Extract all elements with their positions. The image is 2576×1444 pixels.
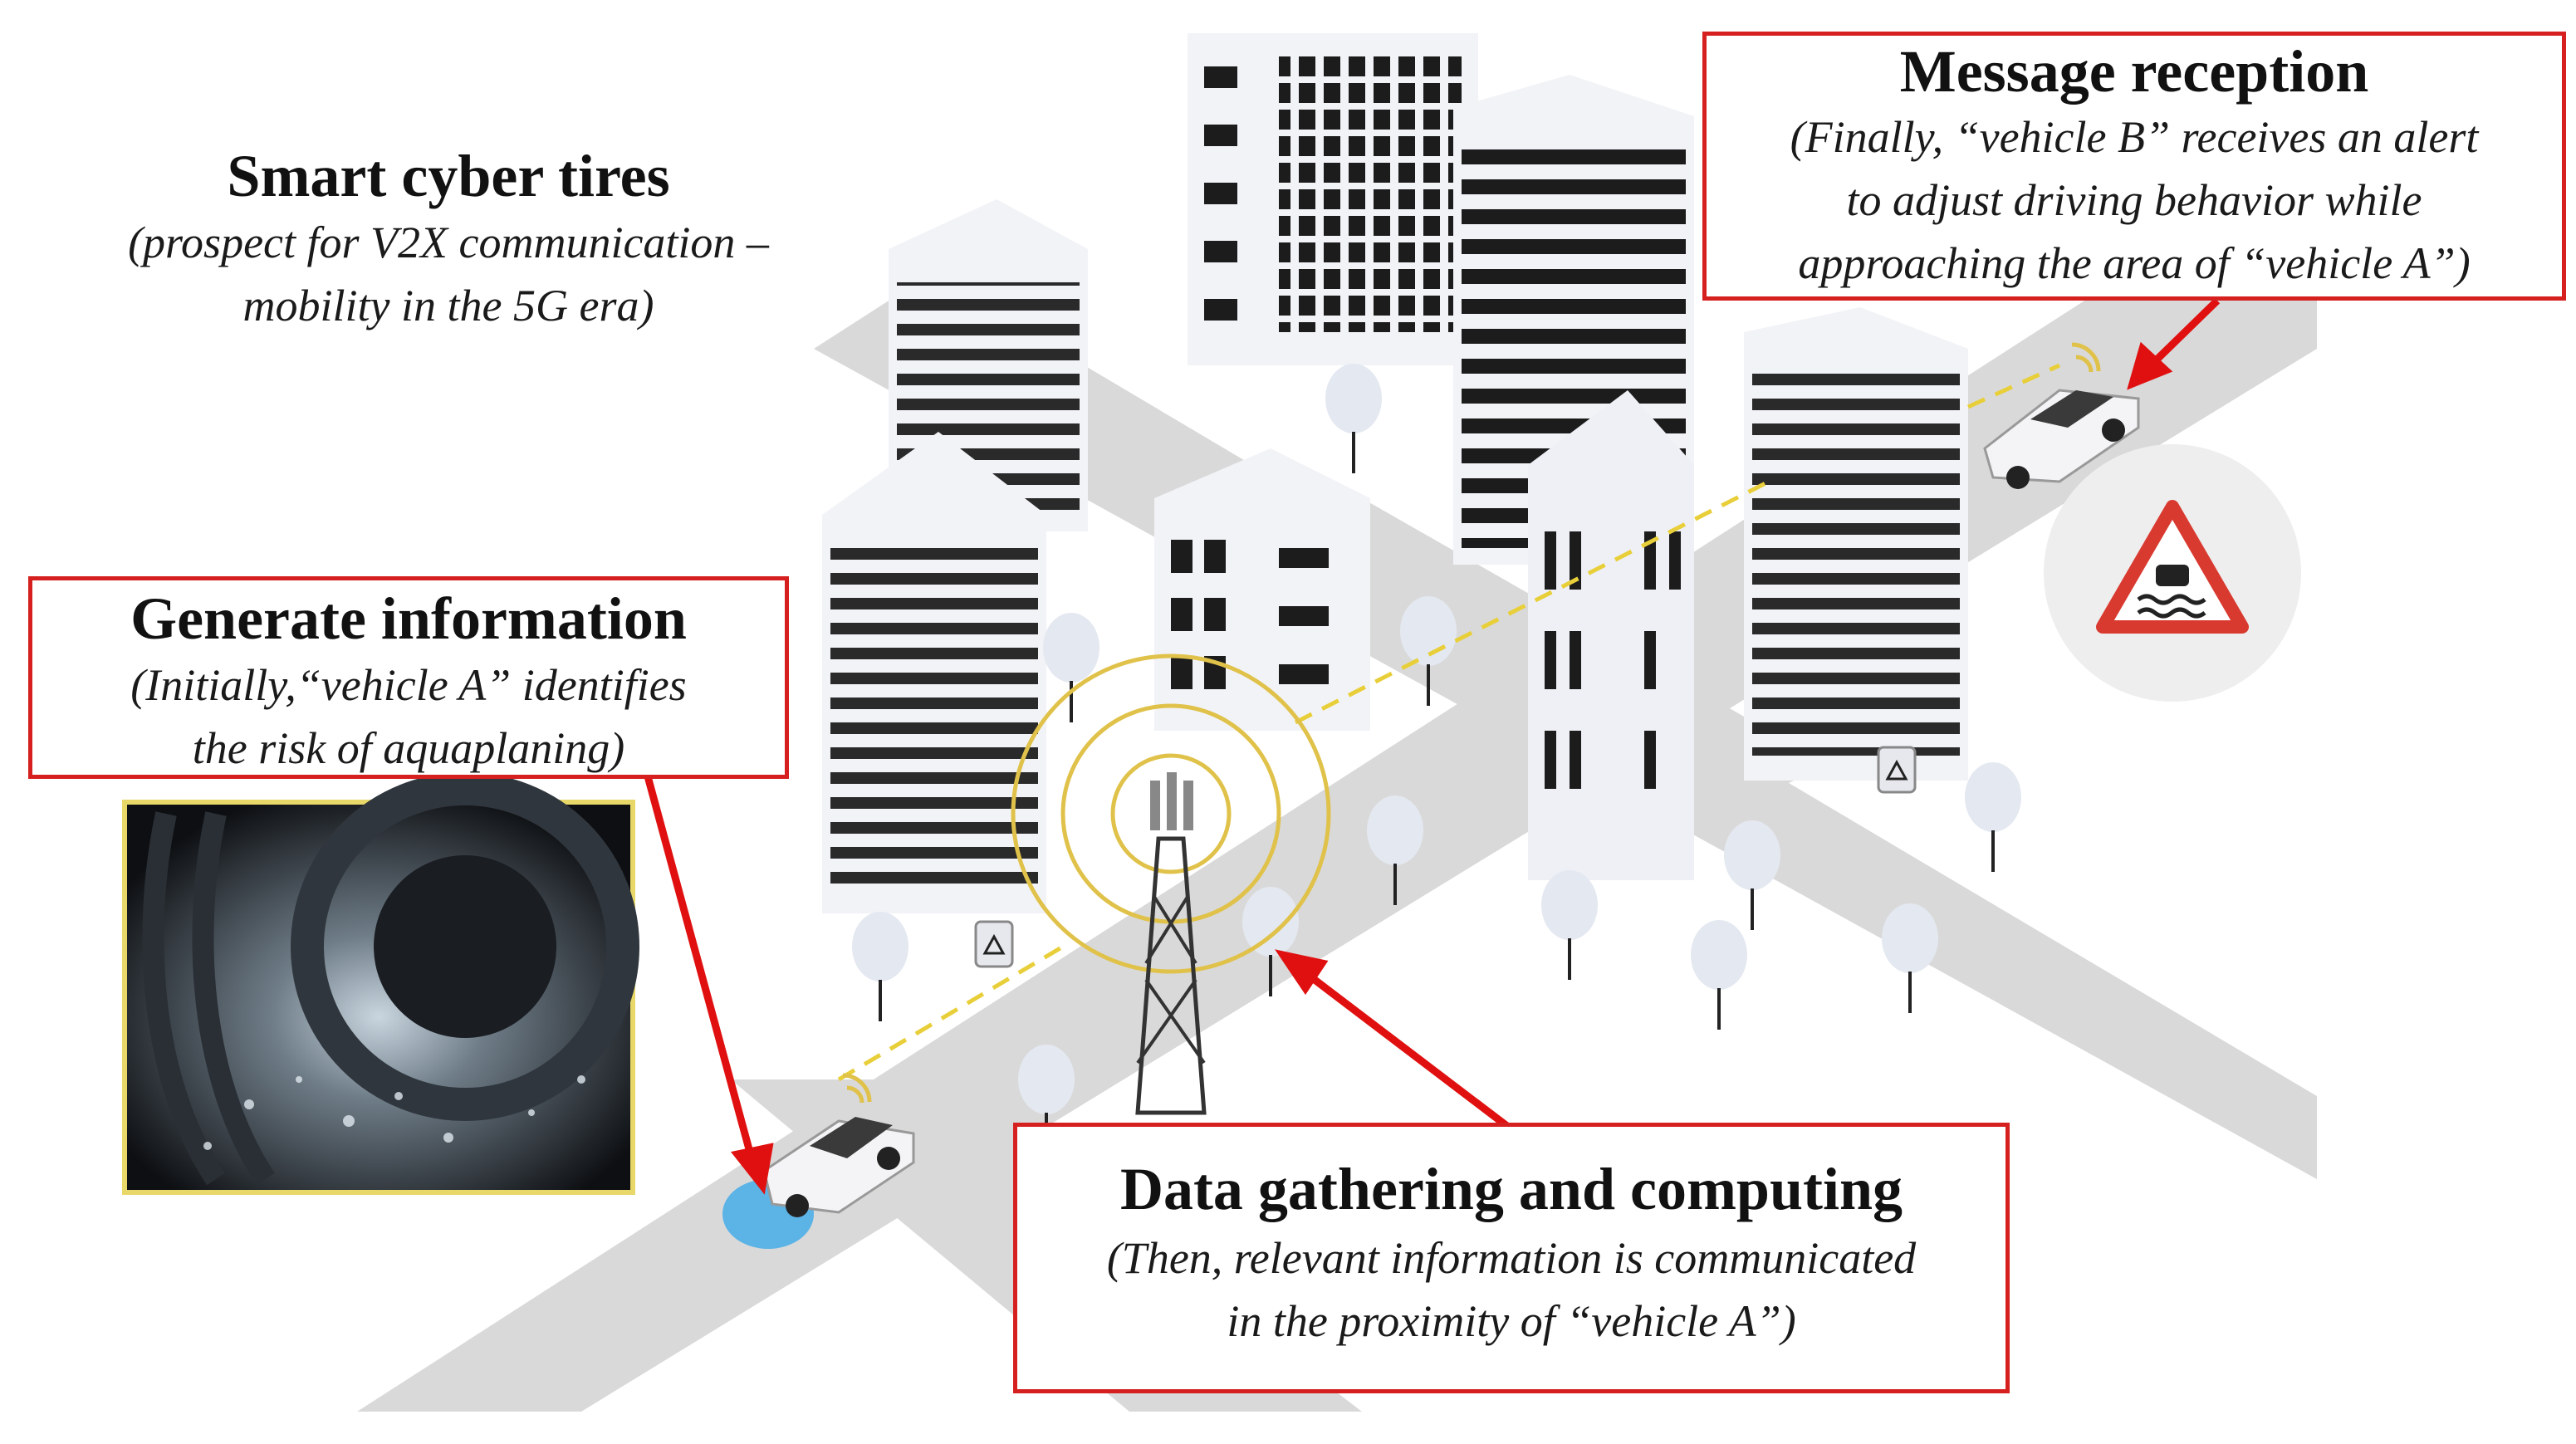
signal-links [837, 363, 2061, 1082]
title-block: Smart cyber tires (prospect for V2X comm… [50, 141, 847, 337]
building-cube-center [1154, 448, 1370, 731]
reception-heading: Message reception [1899, 38, 2369, 105]
title-sub-line-1: (prospect for V2X communication – [128, 218, 769, 267]
building-striped-lower [822, 432, 1046, 913]
reception-sub-line-2: to adjust driving behavior while [1846, 175, 2422, 225]
generate-heading: Generate information [130, 585, 687, 652]
reception-sub-line-1: (Finally, “vehicle B” receives an alert [1790, 112, 2479, 162]
warning-road-flood-icon [2044, 444, 2301, 702]
gathering-heading: Data gathering and computing [1119, 1156, 1903, 1222]
title-heading: Smart cyber tires [227, 143, 670, 209]
arrow-reception-to-vehicle-b [2147, 297, 2221, 369]
arrow-gathering-to-tower [1301, 968, 1514, 1133]
building-slab-right [1744, 307, 1968, 781]
message-reception-callout: Message reception (Finally, “vehicle B” … [1702, 32, 2566, 301]
generate-information-callout: Generate information (Initially,“vehicle… [28, 576, 789, 779]
generate-sub-line-2: the risk of aquaplaning) [192, 723, 625, 773]
recycle-bins [974, 746, 1917, 968]
generate-sub-line-1: (Initially,“vehicle A” identifies [130, 660, 687, 710]
vehicle-a-car-icon [722, 1073, 915, 1249]
gathering-sub-line-1: (Then, relevant information is communica… [1106, 1233, 1917, 1283]
gathering-sub-line-2: in the proximity of “vehicle A”) [1227, 1296, 1796, 1346]
cell-tower-icon [1011, 653, 1331, 1115]
tire-photo [122, 772, 639, 1195]
title-sub-line-2: mobility in the 5G era) [242, 281, 654, 330]
callout-arrows [644, 297, 2221, 1195]
reception-sub-line-3: approaching the area of “vehicle A”) [1798, 238, 2471, 288]
data-gathering-callout: Data gathering and computing (Then, rele… [1013, 1123, 2010, 1393]
building-grid-tower [1188, 33, 1478, 365]
vehicle-b-car-icon [1983, 342, 2140, 489]
arrow-generate-to-vehicle-a [644, 775, 756, 1160]
trees [852, 364, 2021, 1154]
building-gabled [1528, 390, 1694, 880]
